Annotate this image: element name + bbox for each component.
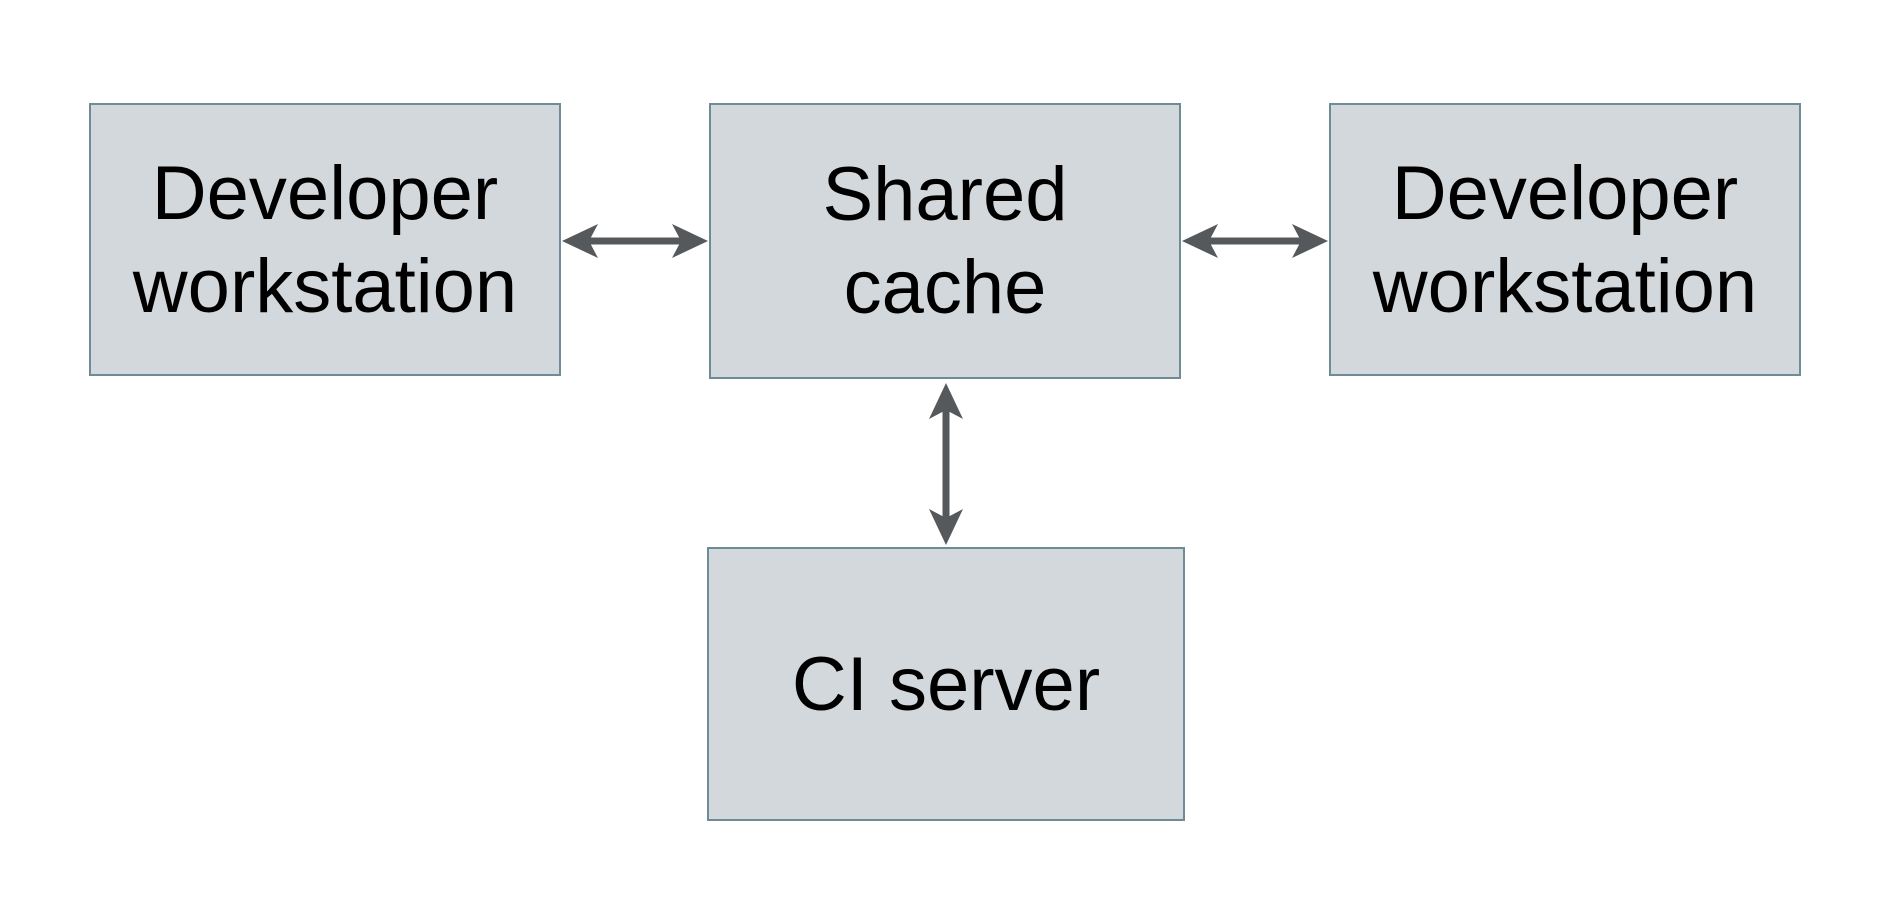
node-ci-server-label: CI server [791, 641, 1101, 727]
node-developer-workstation-left: Developer workstation [89, 103, 561, 376]
node-shared-cache-label: Shared cache [822, 152, 1068, 330]
node-developer-workstation-right: Developer workstation [1329, 103, 1801, 376]
node-ci-server: CI server [707, 547, 1185, 821]
bidirectional-arrow-right-icon [1182, 224, 1328, 258]
node-developer-workstation-left-label: Developer workstation [132, 150, 518, 329]
node-developer-workstation-right-label: Developer workstation [1372, 150, 1758, 329]
bidirectional-arrow-left-icon [562, 224, 708, 258]
node-shared-cache: Shared cache [709, 103, 1181, 379]
bidirectional-arrow-vertical-icon [929, 383, 963, 545]
